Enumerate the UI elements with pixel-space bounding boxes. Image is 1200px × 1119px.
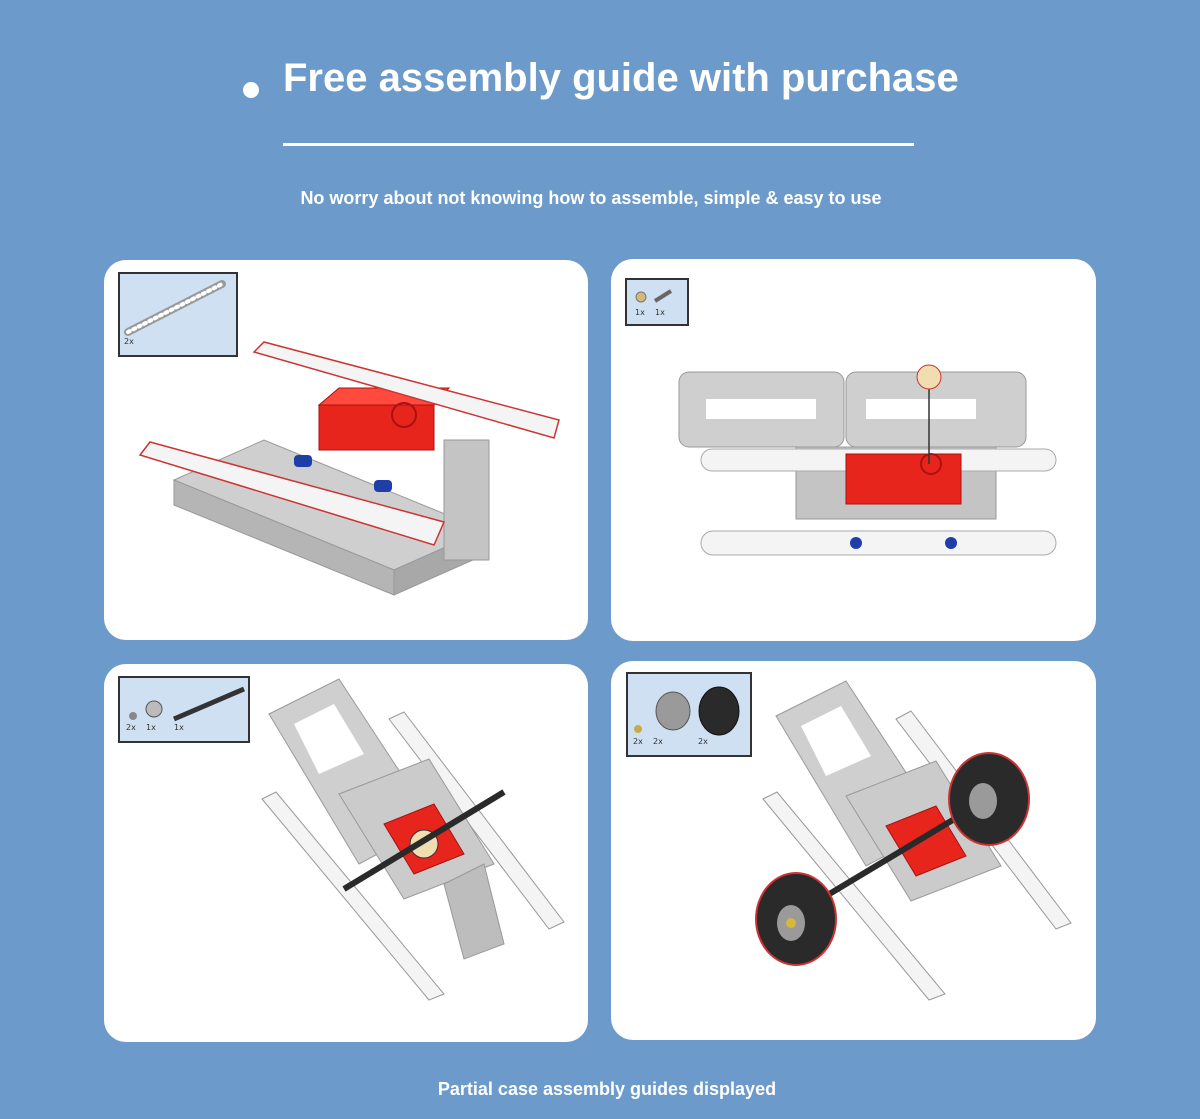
page-subtitle: No worry about not knowing how to assemb… xyxy=(300,188,882,208)
blue-pins xyxy=(294,455,392,492)
white-beam-left xyxy=(762,791,946,1001)
step-4-illustration: 2x 2x 2x xyxy=(626,672,1072,1001)
part-quantity: 1x xyxy=(655,308,665,317)
assembly-step-2: 1x 1x xyxy=(611,259,1096,641)
white-beam-front xyxy=(138,441,446,546)
white-beam-bottom xyxy=(700,530,1057,556)
black-axle xyxy=(342,789,506,892)
axle-part-icon xyxy=(173,686,245,722)
part-quantity: 2x xyxy=(124,337,134,346)
white-beam-back xyxy=(252,341,560,439)
pin-part-icon xyxy=(634,725,642,733)
step-3-illustration: 2x 1x 1x xyxy=(118,676,565,1001)
gear-insert xyxy=(916,364,942,464)
wheel-front xyxy=(755,872,837,966)
blue-pin xyxy=(945,537,957,549)
parts-callout-box xyxy=(118,676,250,743)
beam-part-icon xyxy=(124,280,226,336)
tire-part-icon xyxy=(698,686,740,736)
part-quantity: 2x xyxy=(653,737,663,746)
axle-part-icon xyxy=(653,289,673,303)
footer-caption: Partial case assembly guides displayed xyxy=(437,1079,777,1099)
title-divider xyxy=(283,143,914,146)
step-2-illustration: 1x 1x xyxy=(625,278,1057,556)
part-quantity: 2x xyxy=(698,737,708,746)
assembly-step-3: 2x 1x 1x xyxy=(104,664,588,1042)
title-bullet xyxy=(243,82,259,98)
part-quantity: 1x xyxy=(635,308,645,317)
gear-part-icon xyxy=(145,700,163,718)
assembly-step-1: 2x xyxy=(104,260,588,640)
white-beam-left xyxy=(261,791,445,1001)
wheel-rear xyxy=(948,752,1030,846)
part-quantity: 2x xyxy=(633,737,643,746)
part-quantity: 1x xyxy=(174,723,184,732)
pin-part-icon xyxy=(129,712,137,720)
part-quantity: 1x xyxy=(146,723,156,732)
step-1-illustration: 2x xyxy=(118,272,560,596)
page-title: Free assembly guide with purchase xyxy=(283,56,959,100)
gear-part-icon xyxy=(635,291,647,303)
red-servo-motor xyxy=(845,453,962,505)
part-quantity: 2x xyxy=(126,723,136,732)
blue-pin xyxy=(850,537,862,549)
hub-part-icon xyxy=(655,691,691,731)
assembly-step-4: 2x 2x 2x xyxy=(611,661,1096,1040)
